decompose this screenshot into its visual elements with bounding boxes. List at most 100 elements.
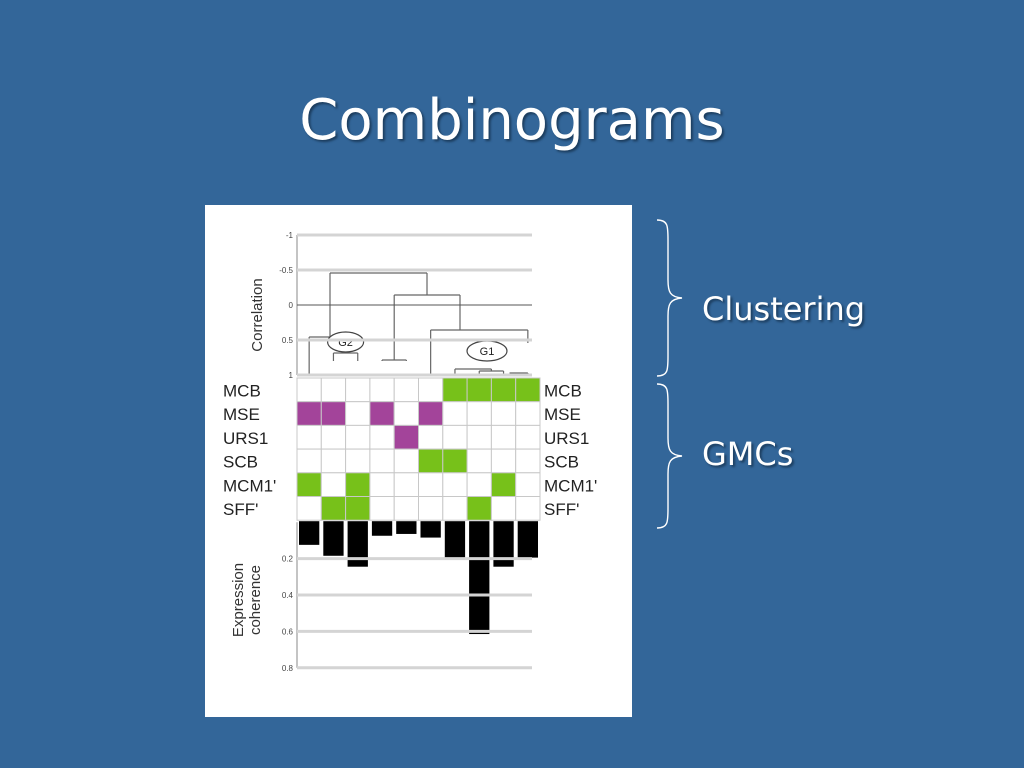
gmcs-brace-icon <box>656 383 683 529</box>
grid-cell <box>369 424 395 450</box>
grid-cell <box>320 401 347 426</box>
grid-cell <box>442 401 468 426</box>
motif-label-left: MCM1' <box>223 476 276 495</box>
grid-cell <box>515 448 541 474</box>
grid-cell <box>393 448 419 474</box>
coherence-bar <box>371 521 393 536</box>
grid-cell <box>418 472 444 497</box>
grid-cell <box>296 401 322 426</box>
correlation-axis-label: Correlation <box>249 278 266 351</box>
clustering-label: Clustering <box>702 290 866 328</box>
grid-cell <box>418 377 444 403</box>
grid-cell <box>393 401 419 426</box>
grid-cell <box>345 424 371 450</box>
coherence-tick-label: 0.6 <box>282 627 294 636</box>
grid-cell <box>296 448 322 474</box>
grid-cell <box>369 448 395 474</box>
grid-cell <box>296 496 322 521</box>
coherence-bar <box>493 521 514 567</box>
clustering-brace-icon <box>656 219 683 377</box>
grid-cell <box>320 448 347 474</box>
grid-cell <box>418 448 444 474</box>
grid-cell <box>345 377 371 403</box>
motif-label-left: MCB <box>223 381 261 400</box>
grid-cell <box>515 377 541 403</box>
grid-cell <box>490 448 517 474</box>
grid-cell <box>490 496 517 521</box>
coherence-bars <box>299 521 538 635</box>
grid-cell <box>393 424 419 450</box>
coherence-bar <box>469 521 490 635</box>
grid-cell <box>418 401 444 426</box>
grid-cell <box>393 472 419 497</box>
grid-cell <box>393 496 419 521</box>
grid-cell <box>296 424 322 450</box>
group-g1-label: G1 <box>480 346 495 358</box>
grid-cell <box>442 424 468 450</box>
correlation-tick-label: -0.5 <box>279 266 293 275</box>
grid-cell <box>490 401 517 426</box>
grid-cell <box>345 448 371 474</box>
grid-cell <box>490 472 517 497</box>
motif-label-right: MCB <box>544 381 582 400</box>
grid-cell <box>296 377 322 403</box>
grid-cell <box>466 496 492 521</box>
grid-cell <box>418 496 444 521</box>
gmcs-label: GMCs <box>702 435 794 473</box>
grid-cell <box>442 472 468 497</box>
coherence-bar <box>396 521 417 534</box>
motif-label-right: MSE <box>544 405 581 424</box>
motif-label-left: SFF' <box>223 500 258 519</box>
coherence-axis-label-line: coherence <box>247 565 264 635</box>
motif-label-right: URS1 <box>544 429 589 448</box>
coherence-bar <box>420 521 441 538</box>
grid-cell <box>369 472 395 497</box>
grid-cell <box>296 472 322 497</box>
grid-cell <box>515 401 541 426</box>
coherence-bar <box>517 521 538 558</box>
correlation-tick-label: 1 <box>289 371 294 380</box>
grid-cell <box>466 472 492 497</box>
coherence-bar <box>444 521 466 560</box>
grid-cell <box>490 424 517 450</box>
grid-cell <box>442 377 468 403</box>
grid-cell <box>442 496 468 521</box>
grid-cell <box>466 424 492 450</box>
grid-cell <box>490 377 517 403</box>
motif-label-left: SCB <box>223 453 258 472</box>
coherence-tick-label: 0.8 <box>282 664 294 673</box>
grid-cell <box>369 401 395 426</box>
grid-cell <box>466 377 492 403</box>
grid-cell <box>442 448 468 474</box>
motif-label-right: SCB <box>544 453 579 472</box>
motif-label-left: URS1 <box>223 429 268 448</box>
grid-cell <box>418 424 444 450</box>
grid-cell <box>515 496 541 521</box>
motif-label-left: MSE <box>223 405 260 424</box>
grid-cell <box>369 496 395 521</box>
group-g2-oval <box>327 331 365 353</box>
grid-cell <box>320 377 347 403</box>
grid-cell <box>515 472 541 497</box>
grid-cell <box>345 401 371 426</box>
correlation-tick-label: 0.5 <box>282 336 294 345</box>
grid-cell <box>320 496 347 521</box>
grid-cell <box>466 401 492 426</box>
grid-cell <box>345 472 371 497</box>
grid-cell <box>369 377 395 403</box>
grid-cell <box>345 496 371 521</box>
coherence-tick-label: 0.4 <box>282 591 294 600</box>
grid-cell <box>515 424 541 450</box>
coherence-bar <box>347 521 368 567</box>
coherence-bar <box>299 521 320 545</box>
coherence-axis-label: Expressioncoherence <box>230 563 264 637</box>
grid-cell <box>466 448 492 474</box>
slide-title: Combinograms <box>299 88 725 153</box>
motif-label-right: SFF' <box>544 500 579 519</box>
